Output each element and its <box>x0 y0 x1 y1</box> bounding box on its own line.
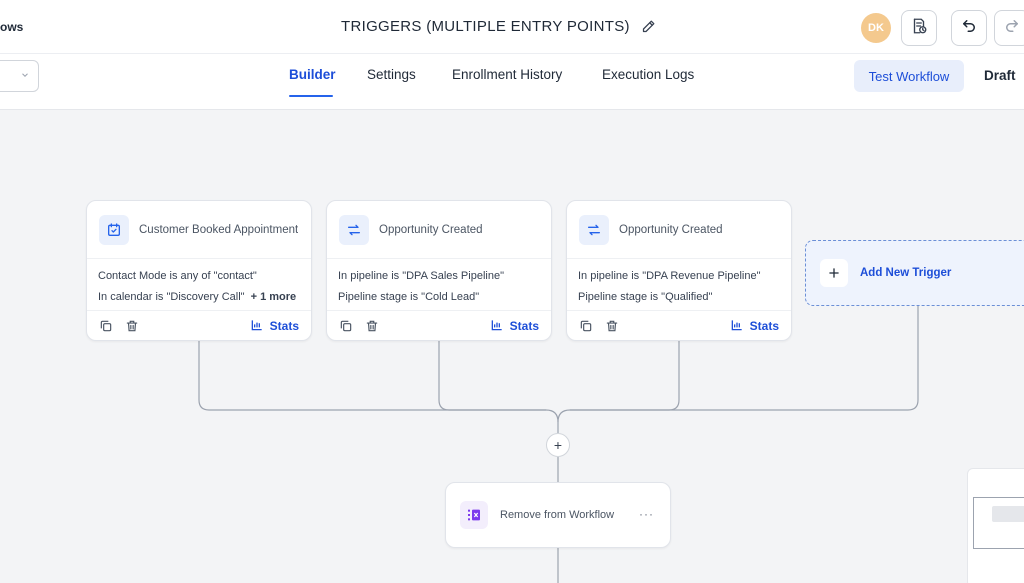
bar-chart-icon <box>250 318 264 335</box>
tab-builder[interactable]: Builder <box>289 67 336 82</box>
stats-button[interactable]: Stats <box>490 318 539 335</box>
plus-icon <box>820 259 848 287</box>
active-tab-indicator <box>289 95 333 97</box>
back-link[interactable]: ows <box>0 20 24 34</box>
trigger-condition: In calendar is "Discovery Call"+ 1 more <box>98 287 300 308</box>
tab-settings[interactable]: Settings <box>367 67 416 82</box>
user-avatar[interactable]: DK <box>861 13 891 43</box>
document-clock-icon <box>910 17 928 40</box>
folder-select[interactable] <box>0 60 39 92</box>
minimap-node <box>992 506 1024 522</box>
copy-icon[interactable] <box>339 319 353 333</box>
swap-arrows-icon <box>339 214 369 245</box>
trigger-condition: In pipeline is "DPA Revenue Pipeline" <box>578 270 761 282</box>
add-new-trigger-button[interactable]: Add New Trigger <box>805 240 1024 306</box>
trigger-card-footer: Stats <box>87 311 311 341</box>
trigger-card[interactable]: Customer Booked Appointment Contact Mode… <box>86 200 312 341</box>
copy-icon[interactable] <box>579 319 593 333</box>
workflow-title: TRIGGERS (MULTIPLE ENTRY POINTS) <box>341 17 630 35</box>
trigger-card-footer: Stats <box>567 311 791 341</box>
action-title: Remove from Workflow <box>500 509 615 521</box>
tab-execution-logs[interactable]: Execution Logs <box>602 67 695 82</box>
workflow-title-group: TRIGGERS (MULTIPLE ENTRY POINTS) <box>341 17 658 35</box>
canvas-minimap[interactable] <box>967 468 1024 583</box>
add-new-trigger-label: Add New Trigger <box>860 267 952 279</box>
trigger-card-header: Opportunity Created <box>327 201 551 259</box>
trigger-card-footer: Stats <box>327 311 551 341</box>
undo-icon <box>960 17 978 40</box>
tab-enrollment-history[interactable]: Enrollment History <box>452 67 563 82</box>
trigger-conditions: In pipeline is "DPA Revenue Pipeline" Pi… <box>567 259 791 311</box>
chevron-down-icon <box>20 67 30 85</box>
calendar-icon <box>99 214 129 245</box>
stats-label: Stats <box>509 319 539 333</box>
add-step-button[interactable]: + <box>546 433 570 457</box>
trigger-card-header: Opportunity Created <box>567 201 791 259</box>
redo-icon <box>1003 17 1021 40</box>
trigger-condition: Pipeline stage is "Cold Lead" <box>338 291 480 303</box>
trigger-card[interactable]: Opportunity Created In pipeline is "DPA … <box>566 200 792 341</box>
trigger-title: Opportunity Created <box>379 223 483 236</box>
trigger-title: Opportunity Created <box>619 223 723 236</box>
top-header: ows TRIGGERS (MULTIPLE ENTRY POINTS) DK <box>0 0 1024 54</box>
more-conditions-link[interactable]: + 1 more <box>250 291 297 303</box>
edit-title-pencil-icon[interactable] <box>640 17 658 35</box>
trash-icon[interactable] <box>605 319 619 333</box>
trash-icon[interactable] <box>365 319 379 333</box>
more-options-icon[interactable]: ··· <box>639 507 654 521</box>
bar-chart-icon <box>490 318 504 335</box>
undo-button[interactable] <box>951 10 987 46</box>
stats-label: Stats <box>269 319 299 333</box>
trigger-condition: Contact Mode is any of "contact" <box>98 270 257 282</box>
stats-label: Stats <box>749 319 779 333</box>
trigger-title: Customer Booked Appointment <box>139 223 299 236</box>
trigger-conditions: In pipeline is "DPA Sales Pipeline" Pipe… <box>327 259 551 311</box>
trigger-conditions: Contact Mode is any of "contact" In cale… <box>87 259 311 311</box>
trigger-card[interactable]: Opportunity Created In pipeline is "DPA … <box>326 200 552 341</box>
workflow-canvas[interactable]: Customer Booked Appointment Contact Mode… <box>0 110 1024 583</box>
bar-chart-icon <box>730 318 744 335</box>
copy-icon[interactable] <box>99 319 113 333</box>
workflow-status-toggle[interactable]: Draft <box>984 68 1016 83</box>
stats-button[interactable]: Stats <box>250 318 299 335</box>
stats-button[interactable]: Stats <box>730 318 779 335</box>
trigger-card-header: Customer Booked Appointment <box>87 201 311 259</box>
connector-lines <box>198 306 919 583</box>
version-history-button[interactable] <box>901 10 937 46</box>
redo-button[interactable] <box>994 10 1024 46</box>
builder-nav-bar: Builder Settings Enrollment History Exec… <box>0 54 1024 110</box>
minimap-viewport[interactable] <box>973 497 1024 549</box>
swap-arrows-icon <box>579 214 609 245</box>
test-workflow-button[interactable]: Test Workflow <box>854 60 964 92</box>
trash-icon[interactable] <box>125 319 139 333</box>
trigger-condition: Pipeline stage is "Qualified" <box>578 291 713 303</box>
action-card[interactable]: Remove from Workflow ··· <box>445 482 671 548</box>
remove-from-workflow-icon <box>460 501 488 529</box>
trigger-condition: In pipeline is "DPA Sales Pipeline" <box>338 270 504 282</box>
